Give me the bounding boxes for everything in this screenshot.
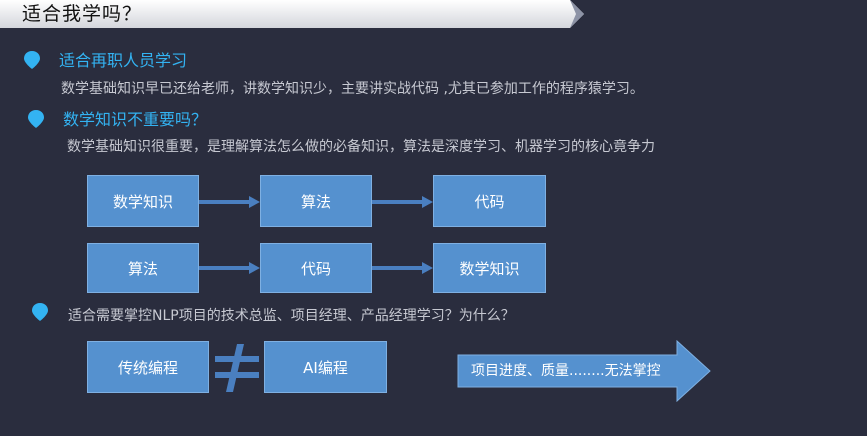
page-title: 适合我学吗？ — [22, 3, 143, 25]
flow-arrow-icon — [372, 196, 433, 208]
compare-box-traditional: 传统编程 — [87, 341, 209, 393]
flow-box-code: 代码 — [433, 175, 546, 227]
flow-arrow-icon — [372, 262, 433, 274]
section-heading-math: 数学知识不重要吗？ — [63, 110, 208, 129]
section-body-math: 数学基础知识很重要，是理解算法怎么做的必备知识，算法是深度学习、机器学习的核心竟… — [67, 139, 655, 155]
pin-bullet-icon — [28, 110, 44, 128]
flow-box-algorithm: 算法 — [87, 243, 199, 293]
result-arrow-shape — [457, 340, 711, 402]
flow-box-code: 代码 — [260, 243, 372, 293]
title-tab-shape — [0, 0, 584, 28]
flow-box-algorithm: 算法 — [260, 175, 372, 227]
section-heading-retraining: 适合再职人员学习 — [59, 51, 188, 70]
flow-arrow-icon — [199, 196, 260, 208]
flow-box-math-knowledge: 数学知识 — [433, 243, 546, 293]
flow-box-math-knowledge: 数学知识 — [87, 175, 199, 227]
result-text: 项目进度、质量........无法掌控 — [471, 363, 661, 379]
section-body-retraining: 数学基础知识早已还给老师，讲数学知识少，主要讲实战代码 ,尤其已参加工作的程序猿… — [61, 81, 644, 97]
flow-arrow-icon — [199, 262, 260, 274]
not-equal-icon — [215, 344, 259, 392]
section-body-nlp-managers: 适合需要掌控NLP项目的技术总监、项目经理、产品经理学习？为什么？ — [68, 308, 515, 324]
pin-bullet-icon — [32, 303, 48, 321]
title-tab: 适合我学吗？ — [0, 0, 588, 30]
pin-bullet-icon — [24, 51, 40, 69]
compare-box-ai: AI编程 — [264, 341, 387, 393]
